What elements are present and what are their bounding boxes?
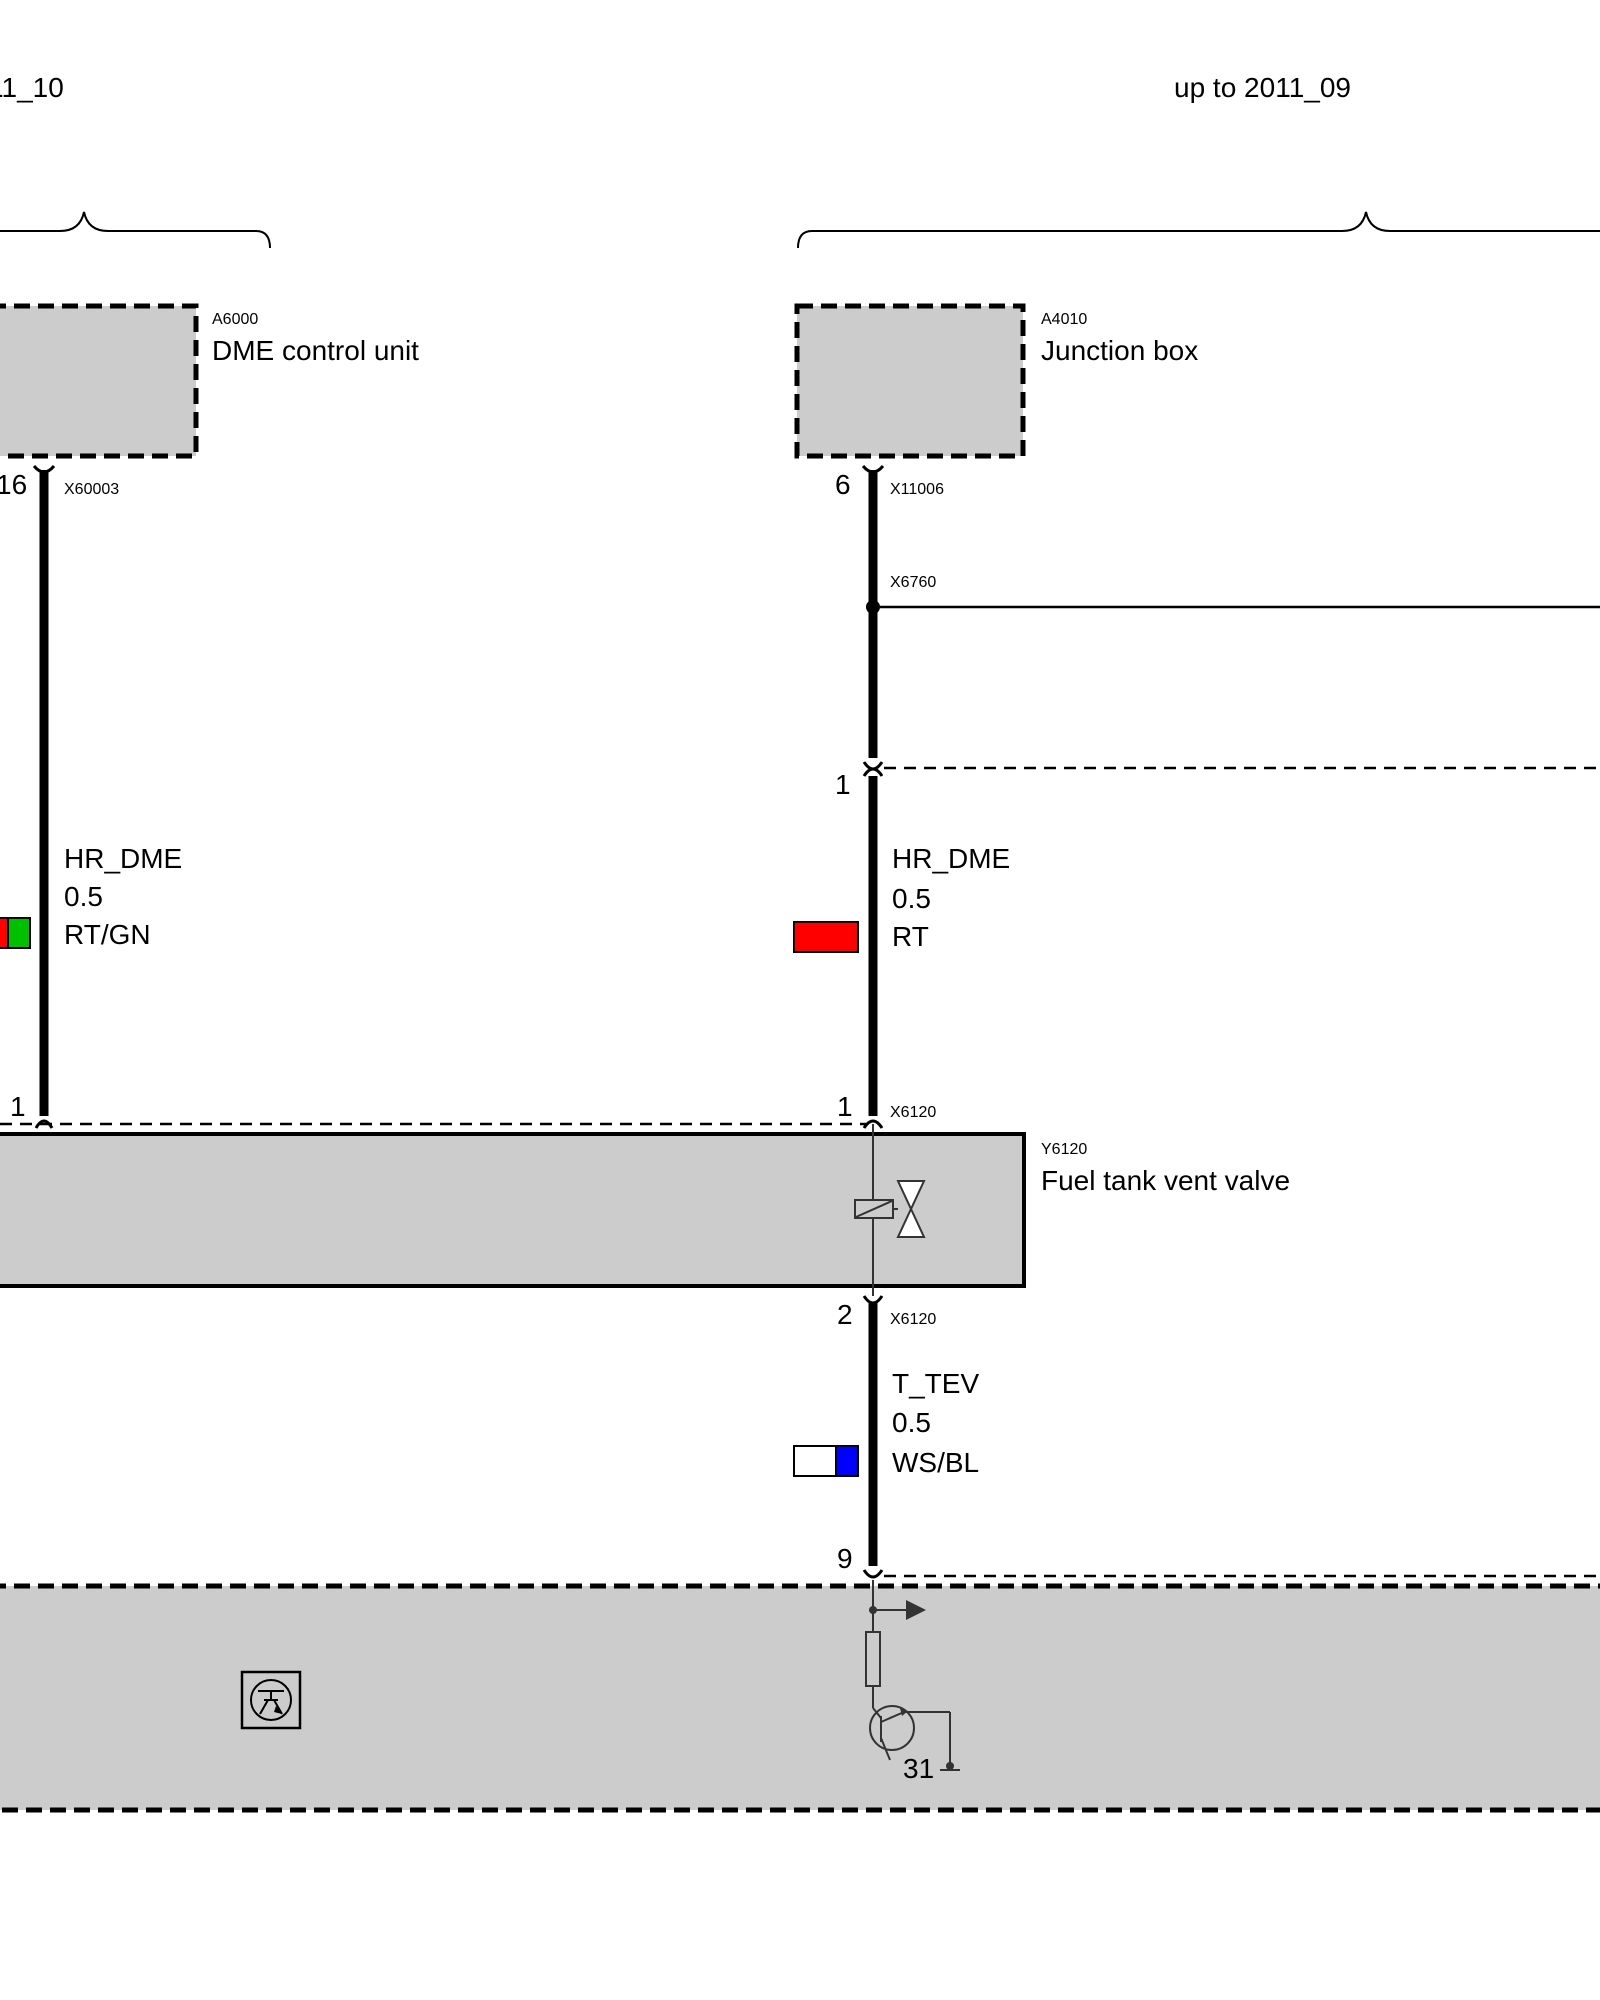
dme-name: DME control unit bbox=[212, 335, 419, 366]
transistor-icon bbox=[240, 1670, 302, 1730]
wire-left-color-swatch bbox=[0, 917, 31, 949]
junction-box-connector-id: X11006 bbox=[890, 481, 944, 498]
module-pin-socket bbox=[862, 1569, 884, 1579]
dme-connector-id: X60003 bbox=[64, 481, 119, 498]
valve-connector-top-id: X6120 bbox=[890, 1104, 936, 1121]
right-variant-label: up to 2011_09 bbox=[1174, 72, 1351, 103]
valve-code: Y6120 bbox=[1041, 1141, 1087, 1158]
left-valve-pin-number: 1 bbox=[10, 1091, 26, 1122]
splice-code: X6760 bbox=[890, 574, 936, 591]
module-pin-number: 9 bbox=[837, 1543, 853, 1574]
wire-left-signal: HR_DME bbox=[64, 843, 182, 874]
junction-box-pin-number: 6 bbox=[835, 469, 851, 500]
wire-right-top-signal: HR_DME bbox=[892, 843, 1010, 874]
valve-pin-2-socket bbox=[862, 1295, 884, 1305]
right-variant-bracket bbox=[797, 211, 1600, 249]
left-variant-bracket bbox=[0, 211, 271, 249]
splice-dot bbox=[866, 600, 880, 614]
wire-right-top-color-code: RT bbox=[892, 921, 929, 952]
valve-pin-1-number: 1 bbox=[837, 1091, 853, 1122]
valve-pin-1-socket bbox=[862, 1119, 884, 1129]
wire-left-color-code: RT/GN bbox=[64, 919, 151, 950]
valve-name: Fuel tank vent valve bbox=[1041, 1165, 1290, 1196]
right-connector-pin-number: 1 bbox=[835, 769, 851, 800]
dme-output-stage-box bbox=[0, 1583, 1600, 1813]
dme-pin-number: 16 bbox=[0, 469, 27, 500]
valve-connector-bottom-id: X6120 bbox=[890, 1311, 936, 1328]
junction-box-code: A4010 bbox=[1041, 311, 1087, 328]
output-stage-circuit bbox=[865, 1580, 960, 1771]
dme-code: A6000 bbox=[212, 311, 258, 328]
right-connector-pin bbox=[862, 767, 884, 777]
wire-left-gauge: 0.5 bbox=[64, 881, 103, 912]
wire-right-bottom-color-swatch bbox=[793, 1445, 859, 1477]
solenoid-valve-icon bbox=[854, 1124, 926, 1296]
valve-pin-2-number: 2 bbox=[837, 1299, 853, 1330]
wire-right-bottom-signal: T_TEV bbox=[892, 1368, 979, 1399]
left-variant-label: 11_10 bbox=[0, 72, 64, 103]
wire-right-top-color-swatch bbox=[793, 921, 859, 953]
junction-box bbox=[794, 303, 1026, 459]
wire-right-bottom-color-code: WS/BL bbox=[892, 1447, 979, 1478]
fuel-tank-vent-valve-box bbox=[0, 1132, 1026, 1288]
left-valve-pin-socket bbox=[34, 1119, 54, 1129]
wire-right-top-gauge: 0.5 bbox=[892, 883, 931, 914]
junction-box-name: Junction box bbox=[1041, 335, 1198, 366]
wire-right-bottom-gauge: 0.5 bbox=[892, 1407, 931, 1438]
dme-control-unit-box bbox=[0, 303, 199, 459]
ground-terminal-label: 31 bbox=[903, 1753, 934, 1784]
